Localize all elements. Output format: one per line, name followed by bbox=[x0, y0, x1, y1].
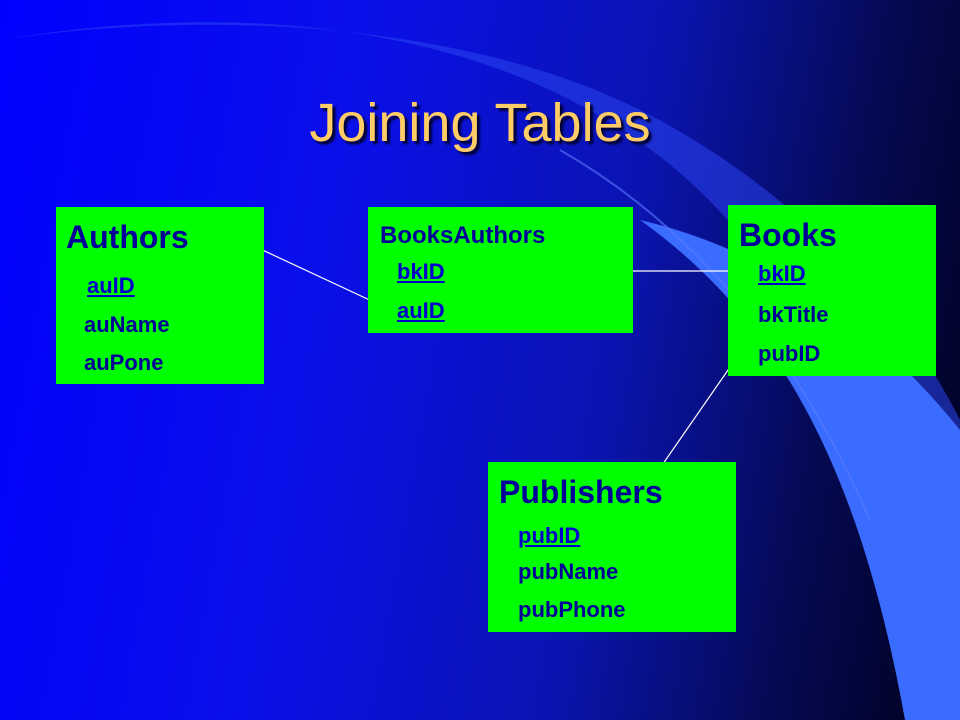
books-table: Books bkID bkTitle pubID bbox=[728, 205, 936, 376]
table-name: Authors bbox=[66, 219, 189, 255]
field-pubid: pubID bbox=[518, 523, 581, 548]
field-bkid: bkID bbox=[758, 261, 806, 286]
field-auid: auID bbox=[397, 298, 445, 323]
field-auname: auName bbox=[84, 312, 170, 337]
publishers-table: Publishers pubID pubName pubPhone bbox=[488, 462, 736, 632]
field-bkid: bkID bbox=[397, 259, 445, 284]
field-bktitle: bkTitle bbox=[758, 302, 829, 327]
table-name: Publishers bbox=[499, 474, 663, 510]
booksauthors-table: BooksAuthors bkID auID bbox=[368, 207, 633, 333]
field-pubid: pubID bbox=[758, 341, 821, 366]
authors-table: Authors auID auName auPone bbox=[56, 207, 264, 384]
table-name: Books bbox=[739, 217, 837, 253]
slide-title: Joining Tables bbox=[309, 93, 651, 153]
field-aupone: auPone bbox=[84, 350, 164, 375]
field-pubname: pubName bbox=[518, 559, 619, 584]
field-auid: auID bbox=[87, 273, 135, 298]
field-pubphone: pubPhone bbox=[518, 597, 626, 622]
table-name: BooksAuthors bbox=[380, 222, 546, 249]
